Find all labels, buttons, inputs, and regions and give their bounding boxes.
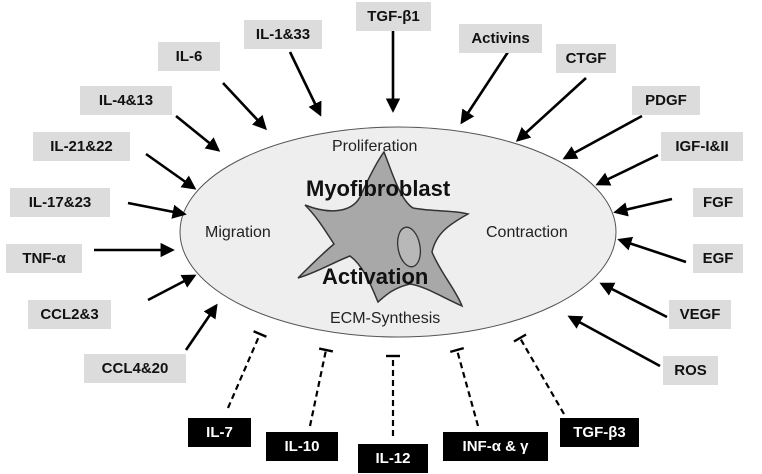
activation-arrow-il-4-13: [175, 114, 221, 152]
activator-il-21-22: IL-21&22: [33, 132, 130, 161]
inhibition-bar-il-10: [318, 347, 334, 353]
activation-arrow-egf: [617, 236, 687, 264]
activator-pdgf: PDGF: [632, 86, 700, 115]
activator-fgf: FGF: [693, 188, 743, 217]
connector-arrows: [94, 26, 687, 436]
myofibroblast-title: Myofibroblast: [306, 176, 451, 201]
activation-arrow-ros: [567, 315, 661, 368]
activator-tnf-a: TNF-α: [6, 244, 82, 273]
activator-egf: EGF: [693, 244, 743, 273]
activator-il-17-23: IL-17&23: [10, 188, 110, 217]
activation-arrow-ctgf: [515, 77, 587, 142]
activator-activins: Activins: [459, 24, 542, 53]
inhibition-bar-inf-a-g: [449, 346, 465, 354]
activation-arrow-vegf: [599, 282, 668, 319]
inhibition-line-tgf-b3: [519, 337, 565, 415]
activator-il-1-33: IL-1&33: [244, 20, 322, 49]
inhibitor-inf-a-g: INF-α & γ: [443, 432, 548, 461]
activation-arrow-activins: [460, 51, 510, 125]
activator-ros: ROS: [663, 356, 718, 385]
myofibroblast-cell-shape: [297, 150, 470, 308]
activation-arrow-il-6: [222, 82, 267, 131]
migration-label: Migration: [205, 224, 271, 241]
contraction-label: Contraction: [486, 224, 568, 241]
activation-arrow-pdgf: [562, 114, 643, 160]
activator-ctgf: CTGF: [556, 44, 616, 73]
inhibition-line-il-10: [308, 349, 328, 427]
inhibition-line-il-7: [226, 333, 262, 409]
activator-igf: IGF-I&II: [661, 132, 743, 161]
activation-title: Activation: [322, 264, 429, 289]
activation-arrow-fgf: [613, 197, 673, 217]
activation-arrow-ccl2-3: [147, 274, 197, 302]
proliferation-label: Proliferation: [332, 138, 418, 155]
activation-arrow-igf: [595, 153, 659, 186]
inhibitor-tgf-b3: TGF-β3: [560, 418, 639, 447]
activator-tgf-b1: TGF-β1: [356, 2, 431, 31]
inhibition-bar-tgf-b3: [513, 333, 527, 343]
activator-ccl2-3: CCL2&3: [28, 300, 111, 329]
ecm-synthesis-label: ECM-Synthesis: [330, 310, 441, 327]
inhibition-bar-il-7: [253, 330, 267, 338]
inhibition-line-inf-a-g: [455, 349, 480, 427]
activation-arrow-ccl4-20: [184, 303, 218, 351]
activator-il-4-13: IL-4&13: [80, 86, 172, 115]
inhibitor-il-10: IL-10: [266, 432, 338, 461]
activator-vegf: VEGF: [669, 300, 731, 329]
inhibitor-il-7: IL-7: [188, 418, 251, 447]
activation-arrow-il-17-23: [127, 201, 187, 219]
activator-ccl4-20: CCL4&20: [84, 354, 186, 383]
activation-arrow-il-21-22: [145, 152, 197, 190]
activator-il-6: IL-6: [158, 42, 220, 71]
inhibitor-il-12: IL-12: [358, 444, 428, 473]
activation-arrow-il-1-33: [288, 51, 322, 117]
cell-nucleus: [396, 226, 422, 268]
